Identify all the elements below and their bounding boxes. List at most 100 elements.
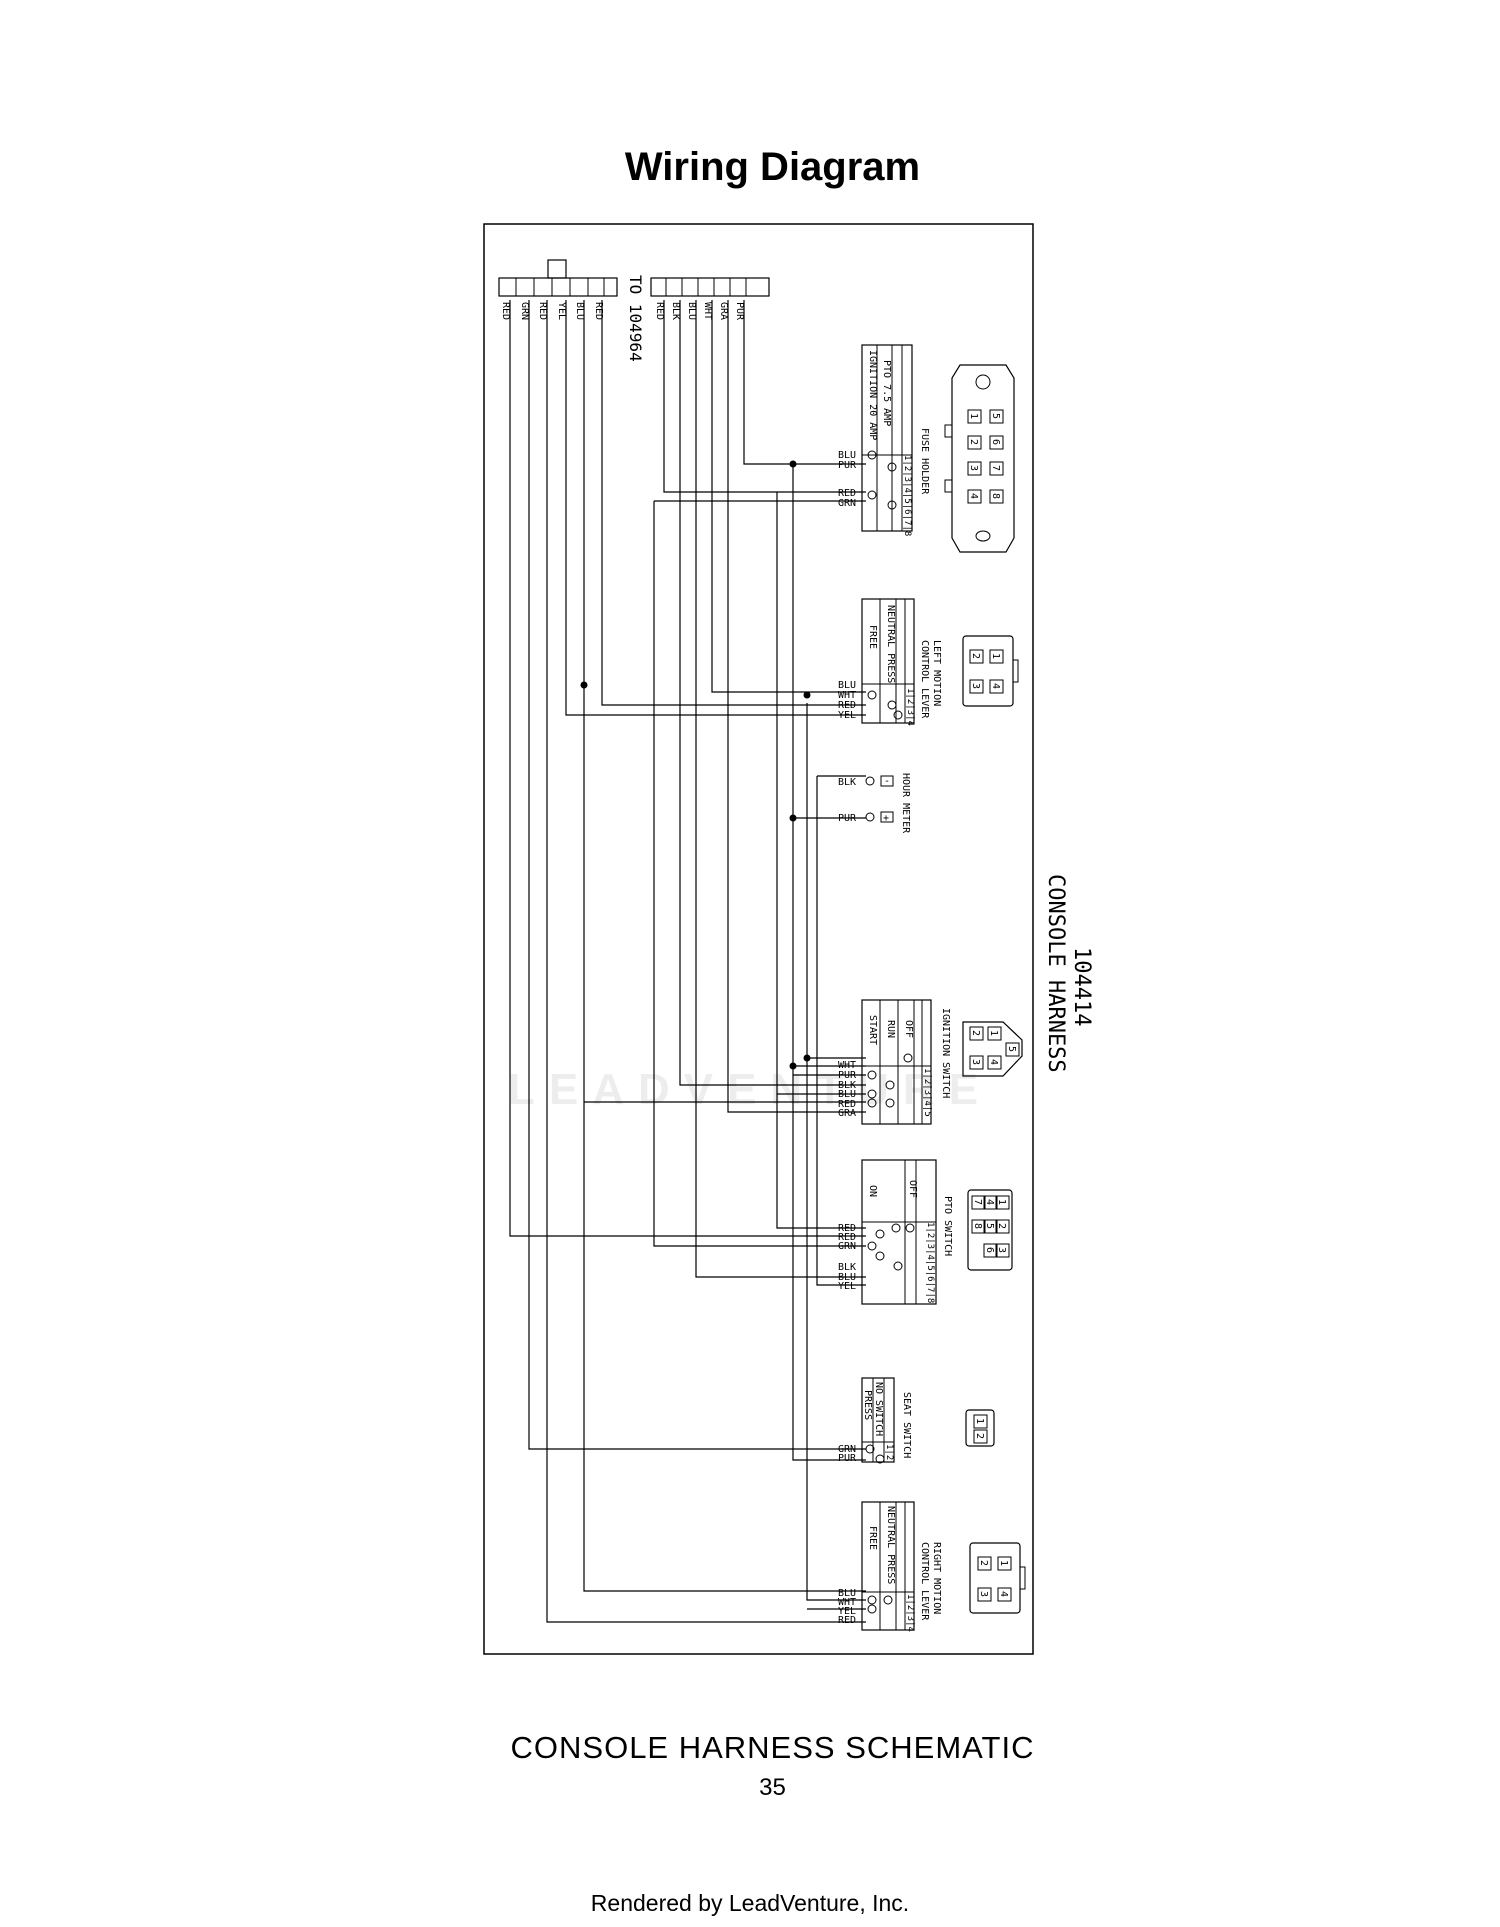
ignition-wire-label: BLU [838, 1089, 856, 1100]
pto-connector-pin: 1 [996, 1199, 1007, 1205]
hour-meter-wire-label: PUR [838, 813, 857, 824]
fuse-connector-pin: 8 [990, 493, 1001, 499]
footer-credit: Rendered by LeadVenture, Inc. [590, 1890, 910, 1916]
seat-wire-label: GRN [838, 1444, 856, 1455]
fuse-row-1: PTO 7.5 AMP [881, 360, 892, 426]
seat-connector-pin: 2 [974, 1433, 985, 1439]
pto-connector-pin: 3 [996, 1247, 1007, 1253]
left-plug-wire-label: RED [593, 302, 604, 320]
ignition-connector-pin: 5 [1006, 1046, 1017, 1052]
right-plug-wire-label: BLU [686, 302, 697, 320]
fuse-wire-label: RED [838, 488, 856, 499]
pto-connector-pin: 8 [972, 1223, 983, 1229]
fuse-connector-pin: 5 [990, 413, 1001, 419]
right-plug [650, 277, 770, 297]
ignition-connector-pin: 2 [970, 1030, 981, 1036]
seat-connector-pins: 12 [973, 1414, 988, 1444]
ignition-connector-pin: 1 [988, 1030, 999, 1036]
pto-wire-label: GRN [838, 1241, 856, 1252]
pto-connector-pin: 2 [996, 1223, 1007, 1229]
pto-connector-pin: 6 [984, 1247, 995, 1253]
left-motion-name2: CONTROL LEVER [919, 640, 930, 719]
ignition-switch-name: IGNITION SWITCH [940, 1008, 951, 1098]
seat-switch-name: SEAT SWITCH [901, 1392, 912, 1458]
left-motion-row-1: NEUTRAL PRESS [885, 605, 896, 683]
hour-meter-name: HOUR METER [900, 773, 911, 834]
left-plug-wire-label: GRN [519, 302, 530, 320]
right-plug-wire-label: BLK [670, 302, 681, 320]
ignition-switch-block: OFF RUN START 1|2|3|4|5 IGNITION SWITCH [861, 999, 951, 1125]
pto-wire-label: BLU [838, 1272, 856, 1283]
hour-meter-terminal-neg: - [884, 776, 890, 787]
fuse-wire-label: PUR [838, 460, 857, 471]
left-motion-wire-label: BLU [838, 680, 856, 691]
page-number: 35 [759, 1774, 786, 1801]
ignition-wire-label: RED [838, 1099, 856, 1110]
seat-switch-connector [965, 1409, 995, 1447]
watermark: LEADVENTURE [507, 1065, 993, 1114]
left-motion-connector-pin: 3 [970, 683, 981, 689]
fuse-holder-block: PTO 7.5 AMP IGNITION 20 AMP 1|2|3|4|5|6|… [861, 344, 930, 536]
pto-wire-label: BLK [838, 1262, 856, 1273]
hour-meter-terminal-pos: + [883, 813, 889, 824]
ignition-connector-pin: 3 [970, 1059, 981, 1065]
right-motion-connector [969, 1542, 1026, 1614]
plug-to-label: TO 104964 [626, 275, 645, 362]
left-motion-connector-pins: 1 2 4 3 [969, 649, 1004, 694]
ignition-connector-pin: 4 [988, 1059, 999, 1065]
right-motion-name: RIGHT MOTION [931, 1542, 942, 1614]
right-motion-wire-label: BLU [838, 1588, 856, 1599]
seat-row-2: PRESS [862, 1390, 873, 1420]
ignition-wire-label: BLK [838, 1080, 856, 1091]
left-motion-row-2: FREE [867, 625, 878, 649]
left-motion-wire-label: RED [838, 700, 856, 711]
right-motion-pins: 1|2|3|4 [905, 1594, 915, 1632]
fuse-connector-pin: 7 [990, 465, 1001, 471]
left-plug-wire-label: RED [500, 302, 511, 320]
right-plug-wire-label: WHT [702, 302, 713, 320]
left-motion-connector-pin: 2 [970, 653, 981, 659]
right-motion-wire-label: RED [838, 1615, 856, 1626]
left-motion-name: LEFT MOTION [931, 640, 942, 706]
pto-switch-name: PTO SWITCH [942, 1196, 953, 1256]
fuse-connector-pin: 3 [968, 465, 979, 471]
ignition-connector-pins: 5 1 2 4 3 [969, 1026, 1020, 1070]
right-motion-block: NEUTRAL PRESS FREE 1|2|3|4 RIGHT MOTION … [861, 1501, 942, 1632]
right-motion-wire-label: YEL [838, 1606, 856, 1617]
pto-connector-pin: 4 [984, 1199, 995, 1205]
seat-wire-label: PUR [838, 1453, 857, 1464]
wire-entry-labels: BLUPURREDGRNBLUWHTREDYELBLKPURWHTPURBLKB… [838, 450, 857, 1626]
ignition-row-3: START [867, 1015, 878, 1045]
right-motion-connector-pin: 1 [998, 1560, 1009, 1566]
harness-part-number: 104414 [1069, 947, 1094, 1026]
schematic-caption: CONSOLE HARNESS SCHEMATIC [510, 1730, 1035, 1765]
fuse-pins: 1|2|3|4|5|6|7|8 [902, 455, 912, 536]
fuse-holder-connector [944, 364, 1015, 553]
right-motion-row-1: NEUTRAL PRESS [885, 1506, 896, 1584]
left-plug [498, 259, 618, 297]
fuse-connector-pin: 2 [968, 439, 979, 445]
right-motion-connector-pin: 2 [978, 1560, 989, 1566]
fuse-connector-pin: 4 [968, 493, 979, 499]
left-motion-connector-pin: 1 [990, 653, 1001, 659]
right-motion-connector-pin: 4 [998, 1591, 1009, 1597]
left-plug-wire-label: RED [537, 302, 548, 320]
hour-meter-block: - + HOUR METER [865, 773, 911, 834]
hour-meter-wire-label: BLK [838, 777, 856, 788]
left-motion-block: NEUTRAL PRESS FREE 1|2|3|4 LEFT MOTION C… [861, 598, 942, 726]
fuse-wire-label: GRN [838, 498, 856, 509]
right-motion-wire-label: WHT [838, 1597, 856, 1608]
seat-row-1: NO SWITCH [873, 1382, 884, 1436]
ignition-pins: 1|2|3|4|5 [922, 1068, 932, 1117]
ignition-wire-label: PUR [838, 1070, 857, 1081]
fuse-connector-pin: 6 [990, 439, 1001, 445]
diagram-frame [483, 223, 1034, 1655]
right-plug-wire-label: RED [654, 302, 665, 320]
seat-switch-block: NO SWITCH PRESS 1|2 SEAT SWITCH [861, 1377, 912, 1464]
fuse-row-2: IGNITION 20 AMP [867, 350, 878, 440]
left-motion-connector-pin: 4 [990, 683, 1001, 689]
